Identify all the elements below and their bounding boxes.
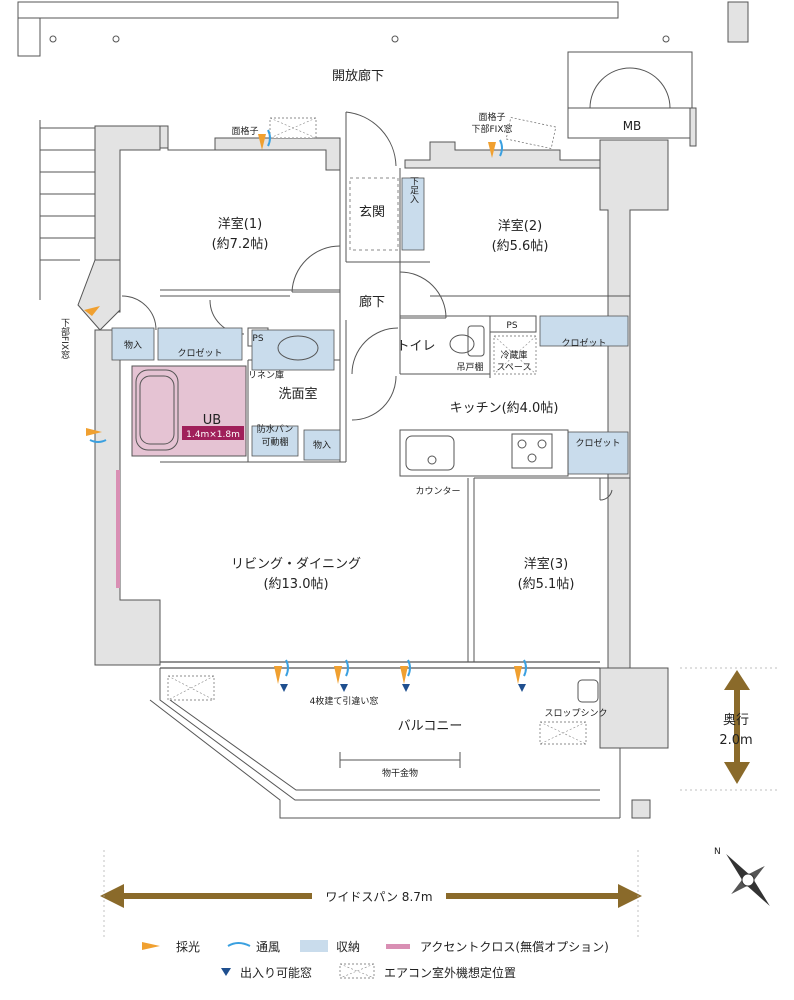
ub-size-label: 1.4m×1.8m [186,430,240,440]
corridor-railing [17,1,749,57]
legend-light: 採光 [176,940,200,954]
accent-cross-wall [116,470,120,588]
svg-text:N: N [714,847,721,857]
ps2-label: PS [506,321,517,331]
entry-window-markers [280,684,526,692]
counter-label: カウンター [415,486,460,497]
western1-size: (約7.2帖) [212,237,269,252]
washroom-label: 洗面室 [278,386,317,402]
ub-size-badge [182,426,244,440]
closet3-label: クロゼット [575,437,620,449]
clothes-hanger-label: 物干金物 [382,767,418,779]
wide-span-bg [312,886,446,906]
closet1-label: クロゼット [177,347,222,359]
toilet-fixture [449,325,485,357]
entrance-floor-marks [349,177,399,251]
depth-dimension-arrow [724,670,750,784]
closet-western1 [157,327,243,361]
storage1-label: 物入 [124,339,142,351]
kitchen-label: キッチン(約4.0帖) [450,401,559,416]
legend-ventilation: 通風 [256,940,280,954]
living-name: リビング・ダイニング [231,557,361,572]
western2-name: 洋室(2) [498,218,542,234]
closet-western3 [567,431,629,475]
western1-name: 洋室(1) [218,216,262,232]
ub-label: UB [203,413,221,428]
compass-icon: N [714,847,770,907]
left-grating [39,120,95,300]
wide-span-label: ワイドスパン 8.7m [325,890,432,904]
depth-label-2: 2.0m [719,733,752,748]
shoe-storage [401,177,425,251]
waterproof-pan-label: 防水パン [257,423,293,435]
balcony-outline [149,668,651,819]
grille2-label-2: 下部FIX窓 [472,123,513,135]
doors [121,111,613,501]
entrance-label: 玄関 [359,205,385,220]
legend-entry-window: 出入り可能窓 [240,965,312,980]
storage-wash [303,429,341,461]
linen-label: リネン庫 [248,369,284,381]
living-size: (約13.0帖) [263,577,328,592]
western3-name: 洋室(3) [524,556,568,572]
slop-sink-label: スロップシンク [544,708,607,719]
ventilation-marks [89,129,527,677]
legend-accent: アクセントクロス(無償オプション) [420,939,609,954]
fridge-label-2: スペース [497,363,532,373]
legend-ac-unit: エアコン室外機想定位置 [384,965,516,980]
toilet-label: トイレ [396,339,435,354]
movable-shelf-label: 可動棚 [261,436,288,448]
lower-fix-window-label: 下部FIX窓 [59,318,70,359]
ps-box-right [489,315,537,333]
kitchen-counter [399,429,569,477]
shoe-storage-label: 下足入 [408,177,419,204]
depth-label-1: 奥行 [723,713,749,728]
ps1-label: PS [252,334,263,344]
balcony-label: バルコニー [398,719,463,734]
corridor-label: 開放廊下 [332,68,384,84]
western3-size: (約5.1帖) [518,577,575,592]
light-arrows [84,134,522,684]
grille1-label: 面格子 [231,125,258,137]
closet2-label: クロゼット [561,337,606,349]
hallway-label: 廊下 [359,294,385,310]
legend-icons [142,940,410,979]
western2-size: (約5.6帖) [492,239,549,254]
waterproof-pan [251,425,299,457]
sliding-window-label: 4枚建て引違い窓 [310,695,379,707]
storage2-label: 物入 [313,439,331,451]
legend-storage: 収納 [336,940,360,954]
ac-top-right [505,117,557,149]
grille2-label-1: 面格子 [478,111,505,123]
fridge-label-1: 冷蔵庫 [500,349,527,361]
mb-label: MB [623,119,642,133]
closet-western2 [539,315,629,347]
storage-left [111,327,155,361]
hanging-shelf-label: 吊戸棚 [456,361,483,373]
outer-walls [77,125,669,749]
mb-box [567,51,697,147]
